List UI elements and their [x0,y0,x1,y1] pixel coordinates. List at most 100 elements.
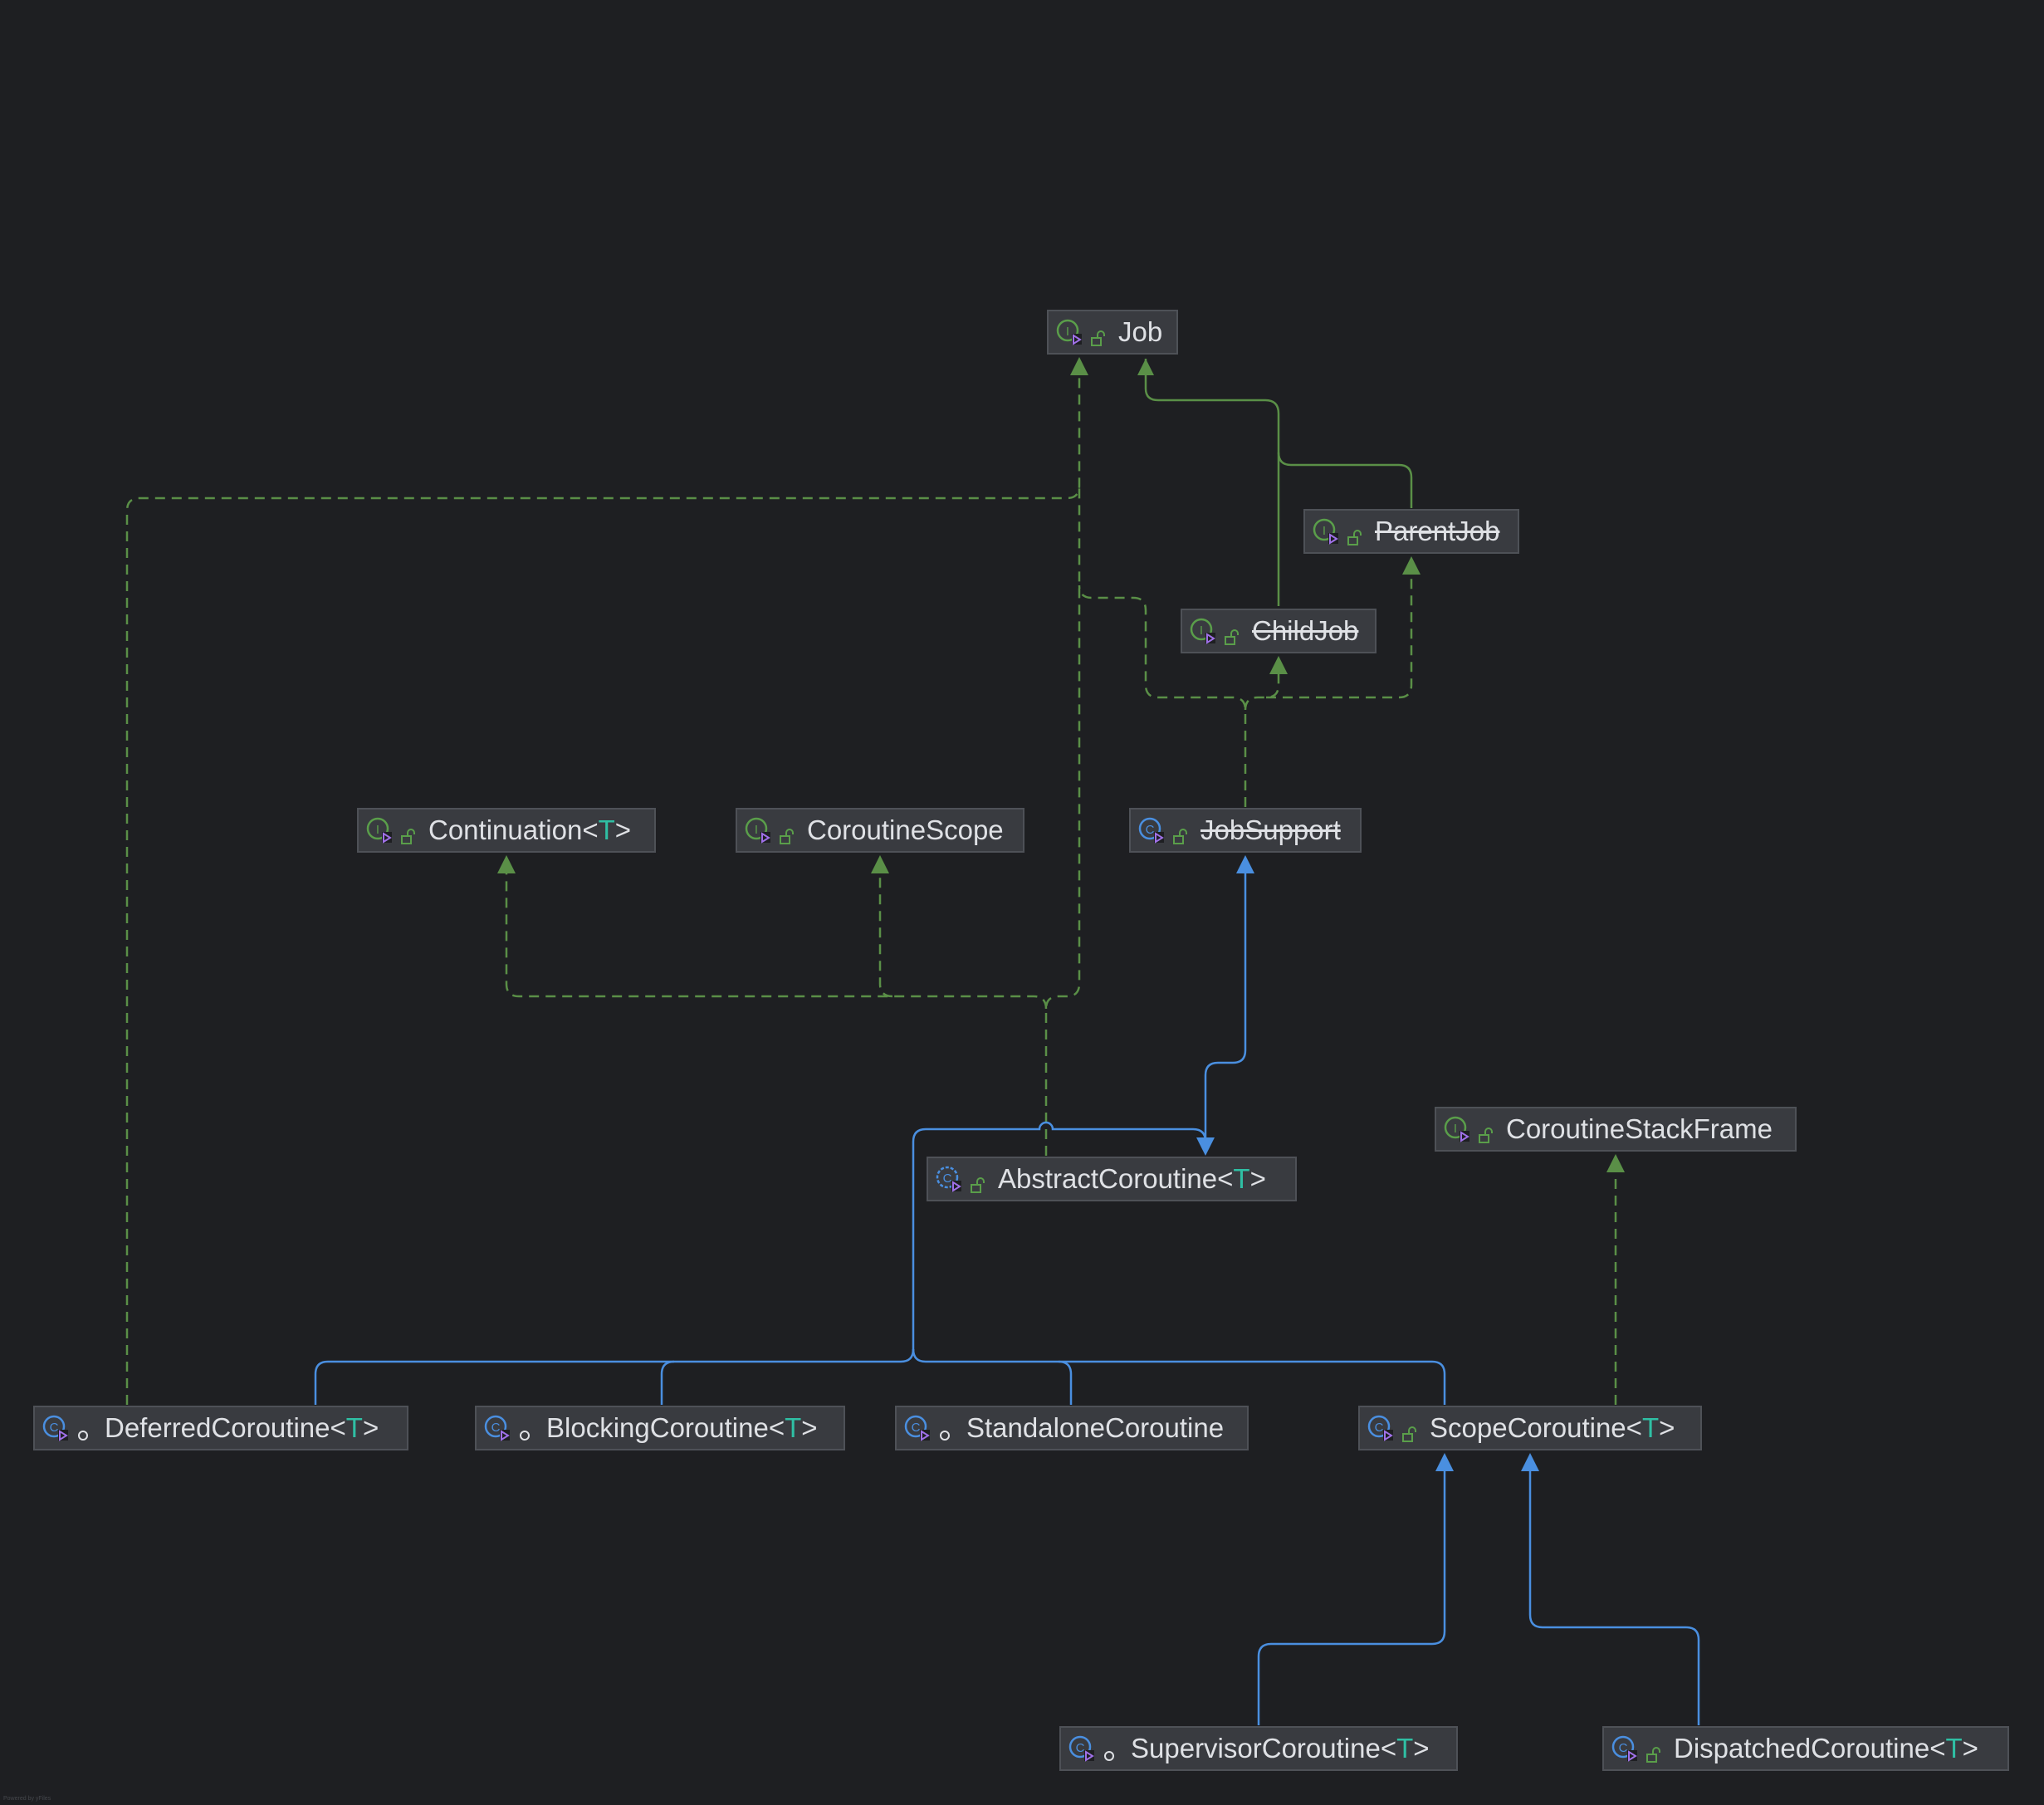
interface-icon: I [1055,317,1085,347]
node-label: ParentJob [1375,516,1500,546]
private-circle-icon [1103,1739,1119,1761]
node-coroutinescope[interactable]: I CoroutineScope [736,808,1024,853]
svg-text:C: C [1146,823,1155,837]
interface-icon: I [365,815,395,845]
node-abstractcoroutine[interactable]: C AbstractCoroutine<T> [927,1157,1297,1201]
node-childjob[interactable]: I ChildJob [1181,609,1377,653]
public-lock-icon [1224,622,1240,645]
edge-parentjob-to-job [1277,452,1413,508]
node-job[interactable]: I Job [1047,310,1178,355]
edge-blockingcoroutine-to-abstractcoroutine [660,1360,675,1405]
node-supervisorcoroutine[interactable]: C SupervisorCoroutine<T> [1059,1726,1458,1771]
svg-text:I: I [376,823,379,837]
green-arrowheads [497,357,1625,1172]
edge-abstractcoroutine-to-job [1044,486,1081,1156]
edge-abstractcoroutine-to-jobsupport [1204,860,1247,1144]
node-label: StandaloneCoroutine [966,1412,1225,1443]
svg-text:C: C [943,1172,952,1186]
edge-abstractcoroutine-to-coroutinescope [878,860,893,998]
edge-jobsupport-to-childjob [1244,661,1280,711]
interface-icon: I [1443,1114,1473,1144]
public-lock-icon [1172,821,1189,844]
edge-deferredcoroutine-to-abstractcoroutine [314,1348,915,1405]
node-blockingcoroutine[interactable]: C BlockingCoroutine<T> [475,1406,845,1450]
private-circle-icon [76,1419,93,1441]
edge-standalone-scope-to-abstractcoroutine [912,1348,1446,1405]
node-label: JobSupport [1200,814,1341,845]
class-icon: C [483,1413,513,1443]
arrowhead-coroutinescope [871,855,889,873]
class-icon: C [42,1413,71,1443]
public-lock-icon [400,821,417,844]
arrowhead-scopecoroutine-a [1435,1453,1454,1471]
public-lock-icon [1645,1739,1662,1763]
edge-abstractcoroutine-to-continuation [505,860,1048,1010]
edge-dispatchedcoroutine-to-scopecoroutine [1528,1465,1700,1725]
svg-text:C: C [1076,1741,1085,1755]
interface-icon: I [744,815,774,845]
class-icon: C [1137,815,1167,845]
svg-text:I: I [1323,524,1326,538]
node-deferredcoroutine[interactable]: C DeferredCoroutine<T> [33,1406,408,1450]
private-circle-icon [518,1419,535,1441]
node-standalonecoroutine[interactable]: C StandaloneCoroutine [895,1406,1249,1450]
node-label: DeferredCoroutine<T> [105,1412,379,1443]
public-lock-icon [1347,522,1363,545]
svg-text:C: C [912,1421,921,1435]
public-lock-icon [1401,1419,1418,1442]
arrowhead-childjob [1269,656,1288,674]
svg-text:I: I [1200,624,1203,638]
node-jobsupport[interactable]: C JobSupport [1129,808,1362,853]
node-label: CoroutineStackFrame [1506,1113,1773,1144]
public-lock-icon [1478,1120,1494,1143]
node-label: AbstractCoroutine<T> [998,1163,1266,1194]
node-label: DispatchedCoroutine<T> [1674,1733,1978,1763]
blue-arrowheads [1196,855,1539,1471]
node-continuation[interactable]: I Continuation<T> [357,808,656,853]
node-parentjob[interactable]: I ParentJob [1303,509,1519,554]
arrowhead-parentjob [1402,556,1421,575]
abstract-class-icon: C [935,1164,965,1194]
node-scopecoroutine[interactable]: C ScopeCoroutine<T> [1358,1406,1702,1450]
private-circle-icon [938,1419,955,1441]
node-label: CoroutineScope [807,814,1004,845]
powered-by-footer: Powered by yFiles [3,1796,51,1802]
edge-arrowhead [1137,359,1154,375]
svg-text:C: C [1619,1741,1628,1755]
node-coroutinestackframe[interactable]: I CoroutineStackFrame [1435,1107,1797,1152]
arrowhead-job-a [1070,357,1088,375]
edge-subclasses-trunk [912,1121,1207,1353]
edge-jobsupport-to-job [1078,585,1247,807]
edge-deferredcoroutine-to-job [125,362,1081,1405]
edge-childjob-to-job [1137,359,1280,606]
edges-implements [125,362,1617,1405]
edge-supervisorcoroutine-to-scopecoroutine [1257,1465,1446,1725]
arrowhead-coroutinestackframe [1606,1154,1625,1172]
class-icon: C [903,1413,933,1443]
node-label: ChildJob [1252,615,1359,646]
edges-extends [314,860,1700,1725]
svg-text:I: I [1454,1122,1457,1136]
class-icon: C [1367,1413,1396,1443]
svg-text:C: C [1375,1421,1384,1435]
node-label: SupervisorCoroutine<T> [1131,1733,1430,1763]
svg-text:C: C [491,1421,501,1435]
svg-text:I: I [1066,325,1069,339]
class-icon: C [1611,1734,1641,1763]
arrowhead-continuation [497,855,516,873]
svg-text:C: C [50,1421,59,1435]
node-dispatchedcoroutine[interactable]: C DispatchedCoroutine<T> [1602,1726,2009,1771]
public-lock-icon [779,821,795,844]
node-label: BlockingCoroutine<T> [546,1412,818,1443]
arrowhead-scopecoroutine-b [1521,1453,1539,1471]
arrowhead-abstractcoroutine [1196,1137,1215,1156]
node-label: ScopeCoroutine<T> [1430,1412,1675,1443]
node-label: Continuation<T> [428,814,632,845]
arrowhead-jobsupport [1236,855,1254,873]
public-lock-icon [970,1170,986,1193]
node-label: Job [1118,316,1163,347]
public-lock-icon [1090,323,1107,346]
edge-standalonecoroutine-branch [1058,1360,1073,1405]
edge-jobsupport-to-parentjob [1266,561,1413,699]
